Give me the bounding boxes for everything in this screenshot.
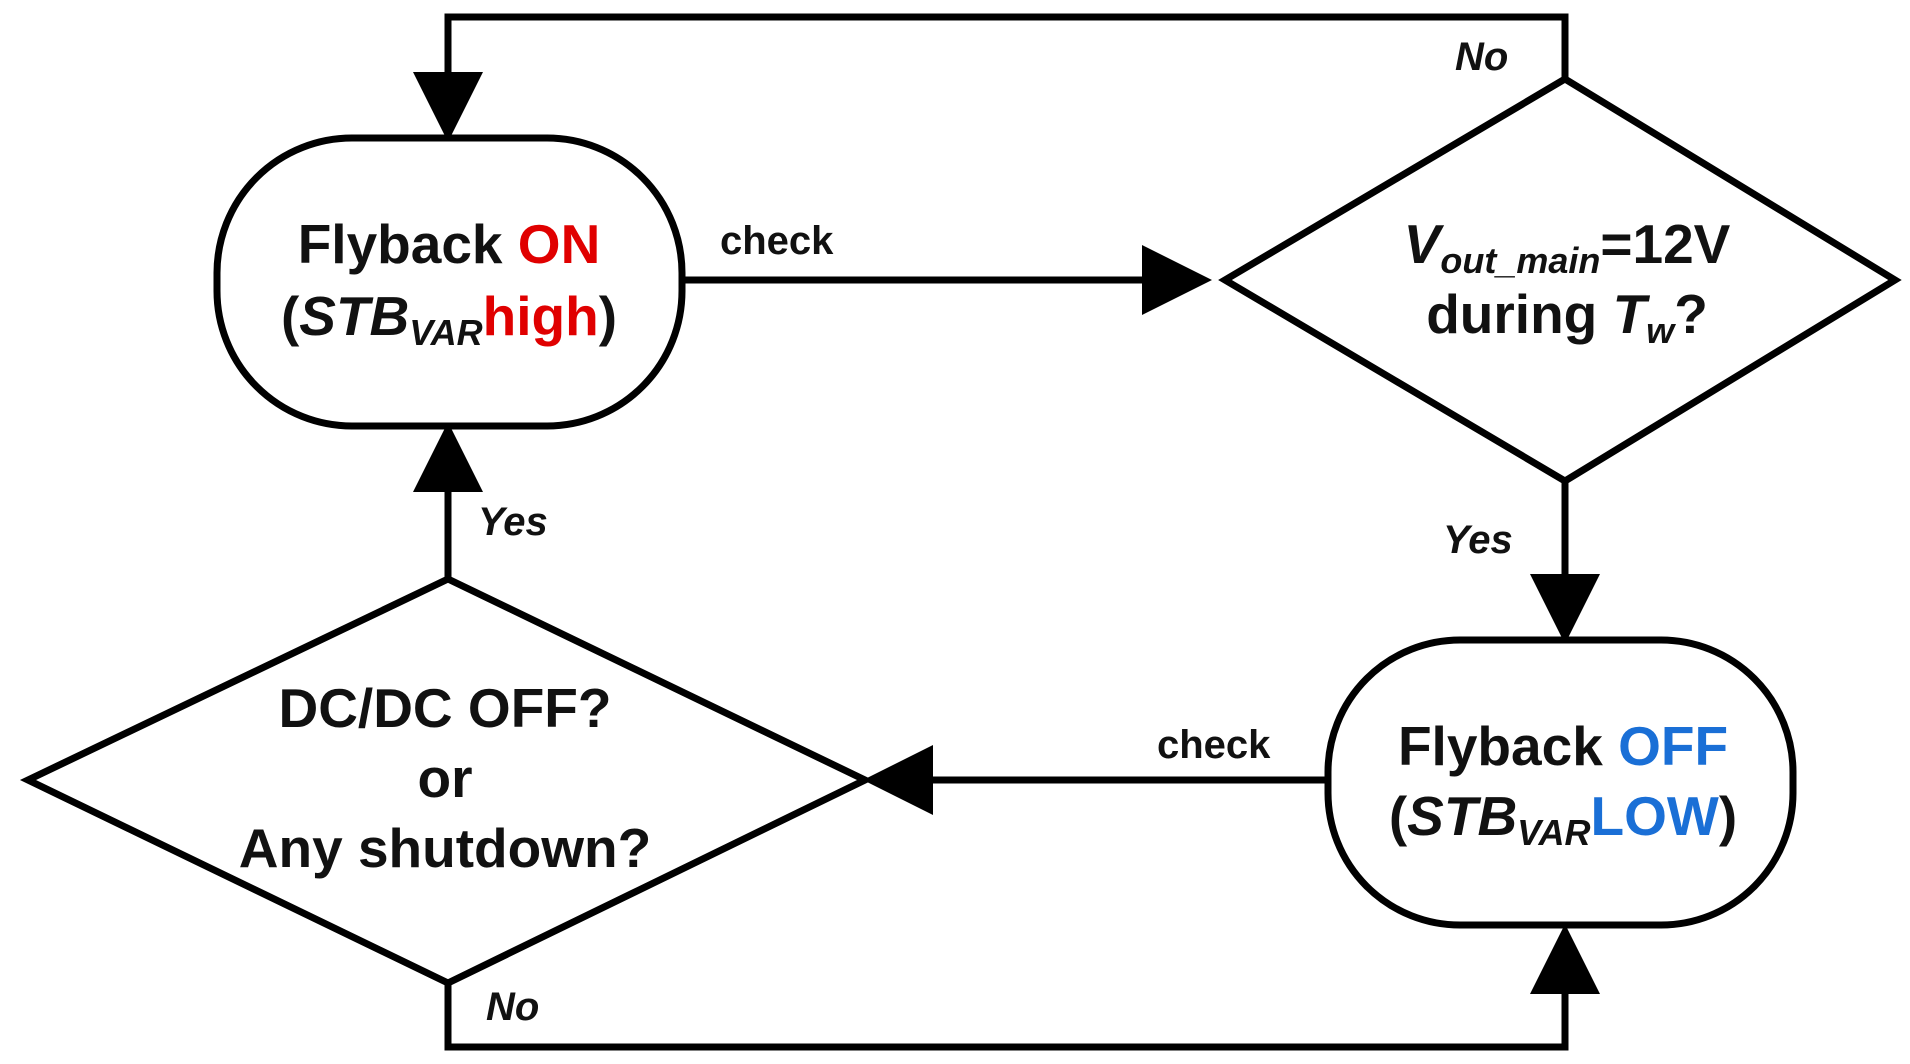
state-on-line2: (STBVARhigh) <box>281 285 617 353</box>
state-on-line1: Flyback ON <box>298 213 601 275</box>
state-off-prefix: Flyback <box>1398 715 1618 777</box>
decision-dcdc-line3: Any shutdown? <box>239 817 651 879</box>
state-on-shape <box>213 134 686 430</box>
state-off-paren-close: ) <box>1719 785 1737 847</box>
decision-dcdc: DC/DC OFF? or Any shutdown? <box>19 575 874 987</box>
decision-vout-line2: during Tw? <box>1426 283 1708 351</box>
edge-no-top <box>413 13 1569 142</box>
decision-dcdc-line1: DC/DC OFF? <box>278 677 611 739</box>
edge-no-bottom <box>444 924 1600 1051</box>
decision-vout-t-sub: w <box>1646 310 1676 351</box>
edge-label-check-top: check <box>720 219 834 263</box>
state-flyback-on: Flyback ON (STBVARhigh) <box>213 134 686 430</box>
state-off-line1: Flyback OFF <box>1398 715 1728 777</box>
state-on-stb-sub: VAR <box>409 312 482 353</box>
state-off-accent: OFF <box>1618 715 1728 777</box>
edge-label-no-top: No <box>1455 35 1508 79</box>
state-off-paren-open: ( <box>1389 785 1408 847</box>
decision-vout-t: T <box>1613 283 1651 345</box>
decision-vout: Vout_main=12V during Tw? <box>1218 74 1902 486</box>
decision-vout-during: during <box>1426 283 1612 345</box>
edge-label-yes-right: Yes <box>1443 518 1513 562</box>
edge-label-no-bottom: No <box>486 985 539 1029</box>
state-on-stb: STB <box>299 285 409 347</box>
connectors <box>413 13 1600 1051</box>
decision-vout-line1: Vout_main=12V <box>1404 213 1731 281</box>
decision-vout-v-sub: out_main <box>1440 240 1600 281</box>
state-off-shape <box>1324 636 1797 929</box>
state-on-paren-close: ) <box>599 285 617 347</box>
edge-label-check-bottom: check <box>1157 723 1271 767</box>
decision-vout-shape <box>1218 74 1902 486</box>
state-off-stb-sub: VAR <box>1517 812 1590 853</box>
state-off-stb: STB <box>1407 785 1517 847</box>
decision-vout-q: ? <box>1674 283 1708 345</box>
edge-label-yes-left: Yes <box>478 500 548 544</box>
state-off-level: LOW <box>1591 785 1719 847</box>
decision-vout-v: V <box>1404 213 1445 275</box>
state-off-line2: (STBVARLOW) <box>1389 785 1737 853</box>
state-on-prefix: Flyback <box>298 213 518 275</box>
state-on-paren-open: ( <box>281 285 300 347</box>
decision-dcdc-shape <box>19 575 874 987</box>
decision-dcdc-line2: or <box>418 747 473 809</box>
decision-vout-eq: =12V <box>1600 213 1730 275</box>
state-flyback-off: Flyback OFF (STBVARLOW) <box>1324 636 1797 929</box>
state-on-level: high <box>483 285 599 347</box>
state-on-accent: ON <box>518 213 601 275</box>
